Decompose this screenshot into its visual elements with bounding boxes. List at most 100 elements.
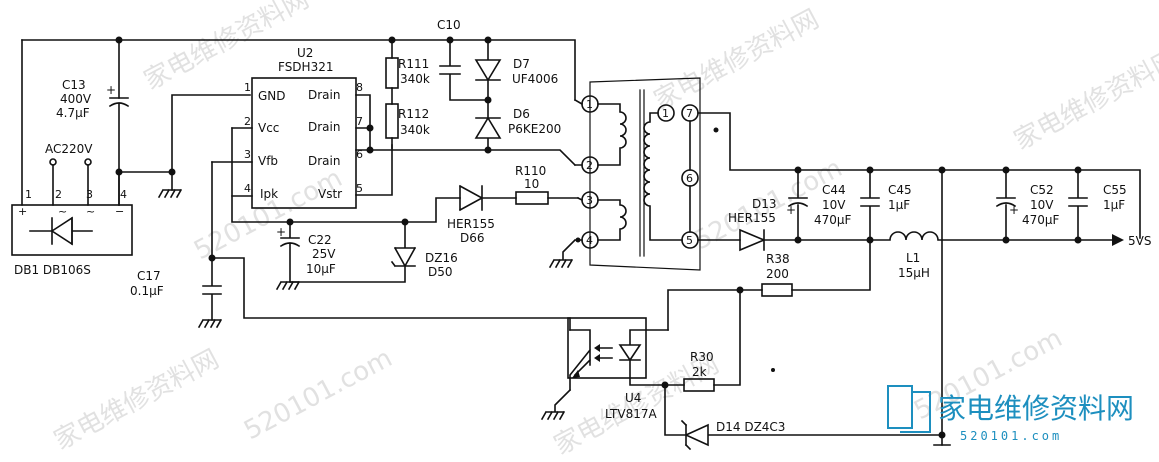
svg-text:+: + [18,205,27,218]
watermark-text: 家电维修资料网 [649,4,824,116]
c45-value: 1μF [888,198,910,212]
l1-label: L1 [906,251,920,265]
svg-text:−: − [115,205,124,218]
svg-text:5: 5 [686,234,693,247]
c13-value: 4.7μF [56,106,90,120]
svg-text:4: 4 [586,234,593,247]
c22-voltage: 25V [312,247,336,261]
svg-text:Vfb: Vfb [258,154,278,168]
svg-text:1: 1 [25,188,32,201]
r30-label: R30 [690,350,714,364]
u4-optocoupler: U4 LTV817A [540,317,669,421]
c44-voltage: 10V [822,198,846,212]
svg-text:Drain: Drain [308,88,340,102]
u4-part: LTV817A [605,407,657,421]
svg-text:6: 6 [686,172,693,185]
d6-part: P6KE200 [508,122,561,136]
her155-d66-label: HER155 [447,217,495,231]
u2-part: FSDH321 [278,60,333,74]
svg-text:2: 2 [244,115,251,128]
svg-text:7: 7 [686,107,693,120]
db1-label: DB1 DB106S [14,263,91,277]
c13-label: C13 [62,78,86,92]
d7-label: D7 [513,57,530,71]
svg-text:Vcc: Vcc [258,121,279,135]
feedback-cap: C17 0.1μF [130,161,571,331]
c44-label: C44 [822,183,846,197]
c52-value: 470μF [1022,213,1060,227]
d6-label: D6 [513,107,530,121]
c17-value: 0.1μF [130,284,164,298]
watermark-text: 520101.com [239,343,397,446]
r38-value: 200 [766,267,789,281]
svg-text:3: 3 [86,188,93,201]
dz16-part: D50 [428,265,453,279]
d13-part: HER155 [728,211,776,225]
u2-controller: U2 FSDH321 GND Vcc Vfb Ipk Drain Drain D… [211,46,577,209]
c55-value: 1μF [1103,198,1125,212]
svg-text:8: 8 [356,81,363,94]
c22-value: 10μF [306,262,336,276]
c17-label: C17 [137,269,161,283]
svg-text:~: ~ [86,205,95,218]
vcc-supply: + C22 25V 10μF DZ16 D50 HER155 D66 R110 … [231,127,579,291]
brand-name: 家电维修资料网 [938,392,1134,425]
d14-label: D14 DZ4C3 [716,420,785,434]
svg-text:~: ~ [58,205,67,218]
c22-label: C22 [308,233,332,247]
brand-watermark: 家电维修资料网 520101.com [887,385,1134,443]
watermark-text: 家电维修资料网 [1009,44,1159,156]
dz16-label: DZ16 [425,251,458,265]
bridge-rectifier: DB1 DB106S 1 2 3 4 + ~ ~ − AC220V [11,142,133,277]
svg-text:4: 4 [244,182,251,195]
c52-label: C52 [1030,183,1054,197]
her155-d66-part: D66 [460,231,485,245]
svg-text:2: 2 [55,188,62,201]
svg-text:Drain: Drain [308,120,340,134]
svg-text:1: 1 [586,98,593,111]
output-5vs-label: 5VS [1128,234,1151,248]
svg-text:2: 2 [586,159,593,172]
watermark-text: 家电维修资料网 [49,344,224,456]
brand-url: 520101.com [960,429,1062,443]
transformer: 1 2 3 4 5 6 7 1 [548,77,1141,271]
r30-value: 2k [692,365,707,379]
r111-label: R111 [398,57,429,71]
d13-label: D13 [752,197,777,211]
svg-text:+: + [786,203,796,217]
r110-value: 10 [524,177,539,191]
c13-voltage: 400V [60,92,92,106]
c52-voltage: 10V [1030,198,1054,212]
svg-text:Ipk: Ipk [260,187,278,201]
snubber: R111 340k R112 340k C10 D7 UF4006 D6 P6K… [385,18,561,151]
r112-value: 340k [400,123,430,137]
input-section: + C13 400V 4.7μF DB1 DB106S 1 2 3 4 + ~ … [11,36,576,277]
watermark-text: 家电维修资料网 [139,0,314,96]
c55-label: C55 [1103,183,1127,197]
svg-text:Drain: Drain [308,154,340,168]
svg-text:1: 1 [662,107,669,120]
svg-text:5: 5 [356,182,363,195]
svg-text:GND: GND [258,89,286,103]
svg-text:7: 7 [356,115,363,128]
output-section: D13 HER155 + C44 10V 470μF C45 1μF L1 15… [661,166,1151,451]
u2-label: U2 [297,46,313,60]
svg-text:+: + [276,225,286,239]
svg-text:3: 3 [586,194,593,207]
r110-label: R110 [515,164,546,178]
r38-label: R38 [766,252,790,266]
c45-label: C45 [888,183,912,197]
svg-text:3: 3 [244,148,251,161]
c10-label: C10 [437,18,461,32]
svg-text:Vstr: Vstr [318,187,342,201]
c44-value: 470μF [814,213,852,227]
svg-text:+: + [106,83,116,97]
svg-text:4: 4 [120,188,127,201]
svg-text:6: 6 [356,148,363,161]
svg-text:1: 1 [244,81,251,94]
svg-text:+: + [1009,203,1019,217]
u4-label: U4 [625,391,641,405]
r112-label: R112 [398,107,429,121]
l1-value: 15μH [898,266,930,280]
